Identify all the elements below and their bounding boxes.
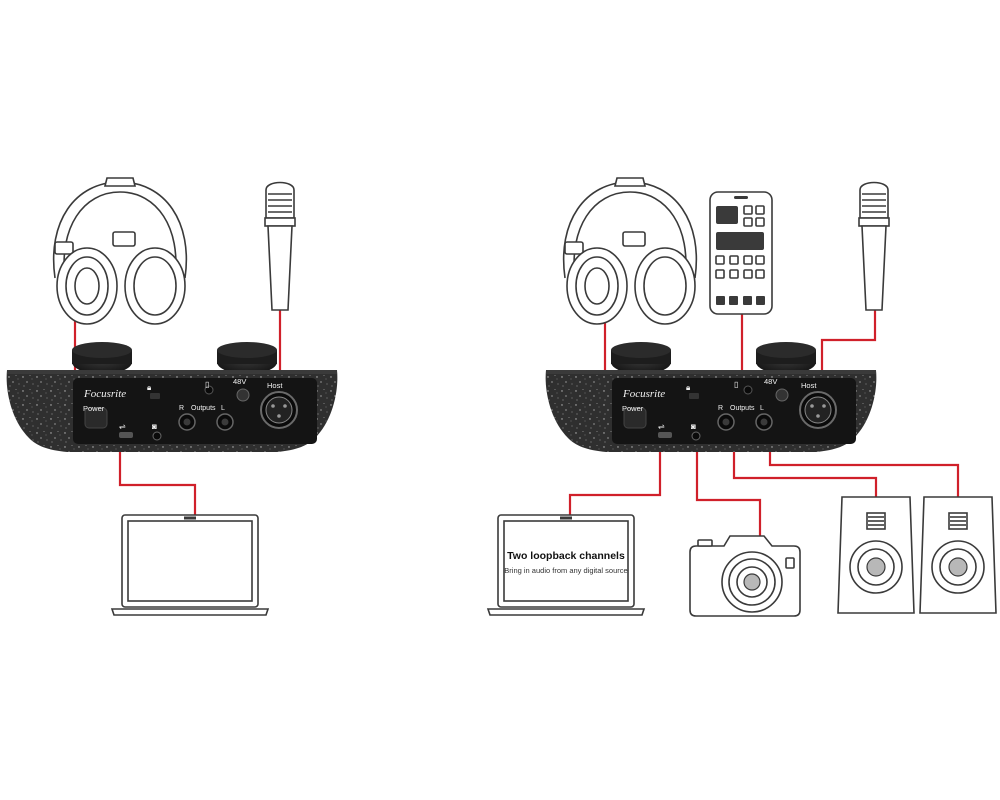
brand-logo: Focusrite [622,388,665,400]
speaker-right-icon [919,496,997,614]
lock-icon: 🔒︎ [147,383,151,392]
cable-mic-right [820,310,877,395]
phantom-label: 48V [233,377,246,386]
right-scene: Focusrite Power 🔒︎ ▯ 48V Host R Outputs … [487,177,997,617]
cable-laptop-left [118,440,197,515]
microphone-icon [264,181,296,311]
right-label: R [718,405,723,412]
host-label: Host [801,381,817,390]
brand-logo: Focusrite [83,388,126,400]
power-label: Power [622,404,644,413]
outputs-label: Outputs [730,405,755,412]
lock-icon: 🔒︎ [686,383,690,392]
audio-interface-right: Focusrite Power 🔒︎ ▯ 48V Host R Outputs … [544,341,878,453]
outputs-label: Outputs [191,405,216,412]
laptop-icon [111,514,269,616]
host-label: Host [267,381,283,390]
smartphone-icon [709,191,773,315]
right-label: R [179,405,184,412]
camera-icon [689,535,801,617]
camera-small-icon: ◙ [152,422,157,431]
cable-laptop-right [568,440,662,515]
cable-camera-right [695,440,762,540]
headphones-icon [562,177,698,325]
microphone-icon [858,181,890,311]
loopback-subtitle: Bring in audio from any digital source [504,566,627,575]
speaker-left-icon [837,496,915,614]
power-label: Power [83,404,105,413]
phantom-label: 48V [764,377,777,386]
usb-icon: ⇌ [119,422,126,431]
laptop-icon [487,514,645,616]
camera-small-icon: ◙ [691,422,696,431]
phone-glyph-icon: ▯ [734,380,738,389]
loopback-title: Two loopback channels [507,550,625,562]
laptop-with-caption: Two loopback channels Bring in audio fro… [487,514,645,616]
audio-interface-left: Focusrite Power 🔒︎ ▯ 48V Host R Outputs … [5,341,339,453]
left-label: L [760,405,764,412]
left-scene: Focusrite Power 🔒︎ ▯ 48V Host R Outputs … [5,177,339,616]
usb-icon: ⇌ [658,422,665,431]
phone-glyph-icon: ▯ [205,380,209,389]
left-label: L [221,405,225,412]
headphones-icon [52,177,188,325]
